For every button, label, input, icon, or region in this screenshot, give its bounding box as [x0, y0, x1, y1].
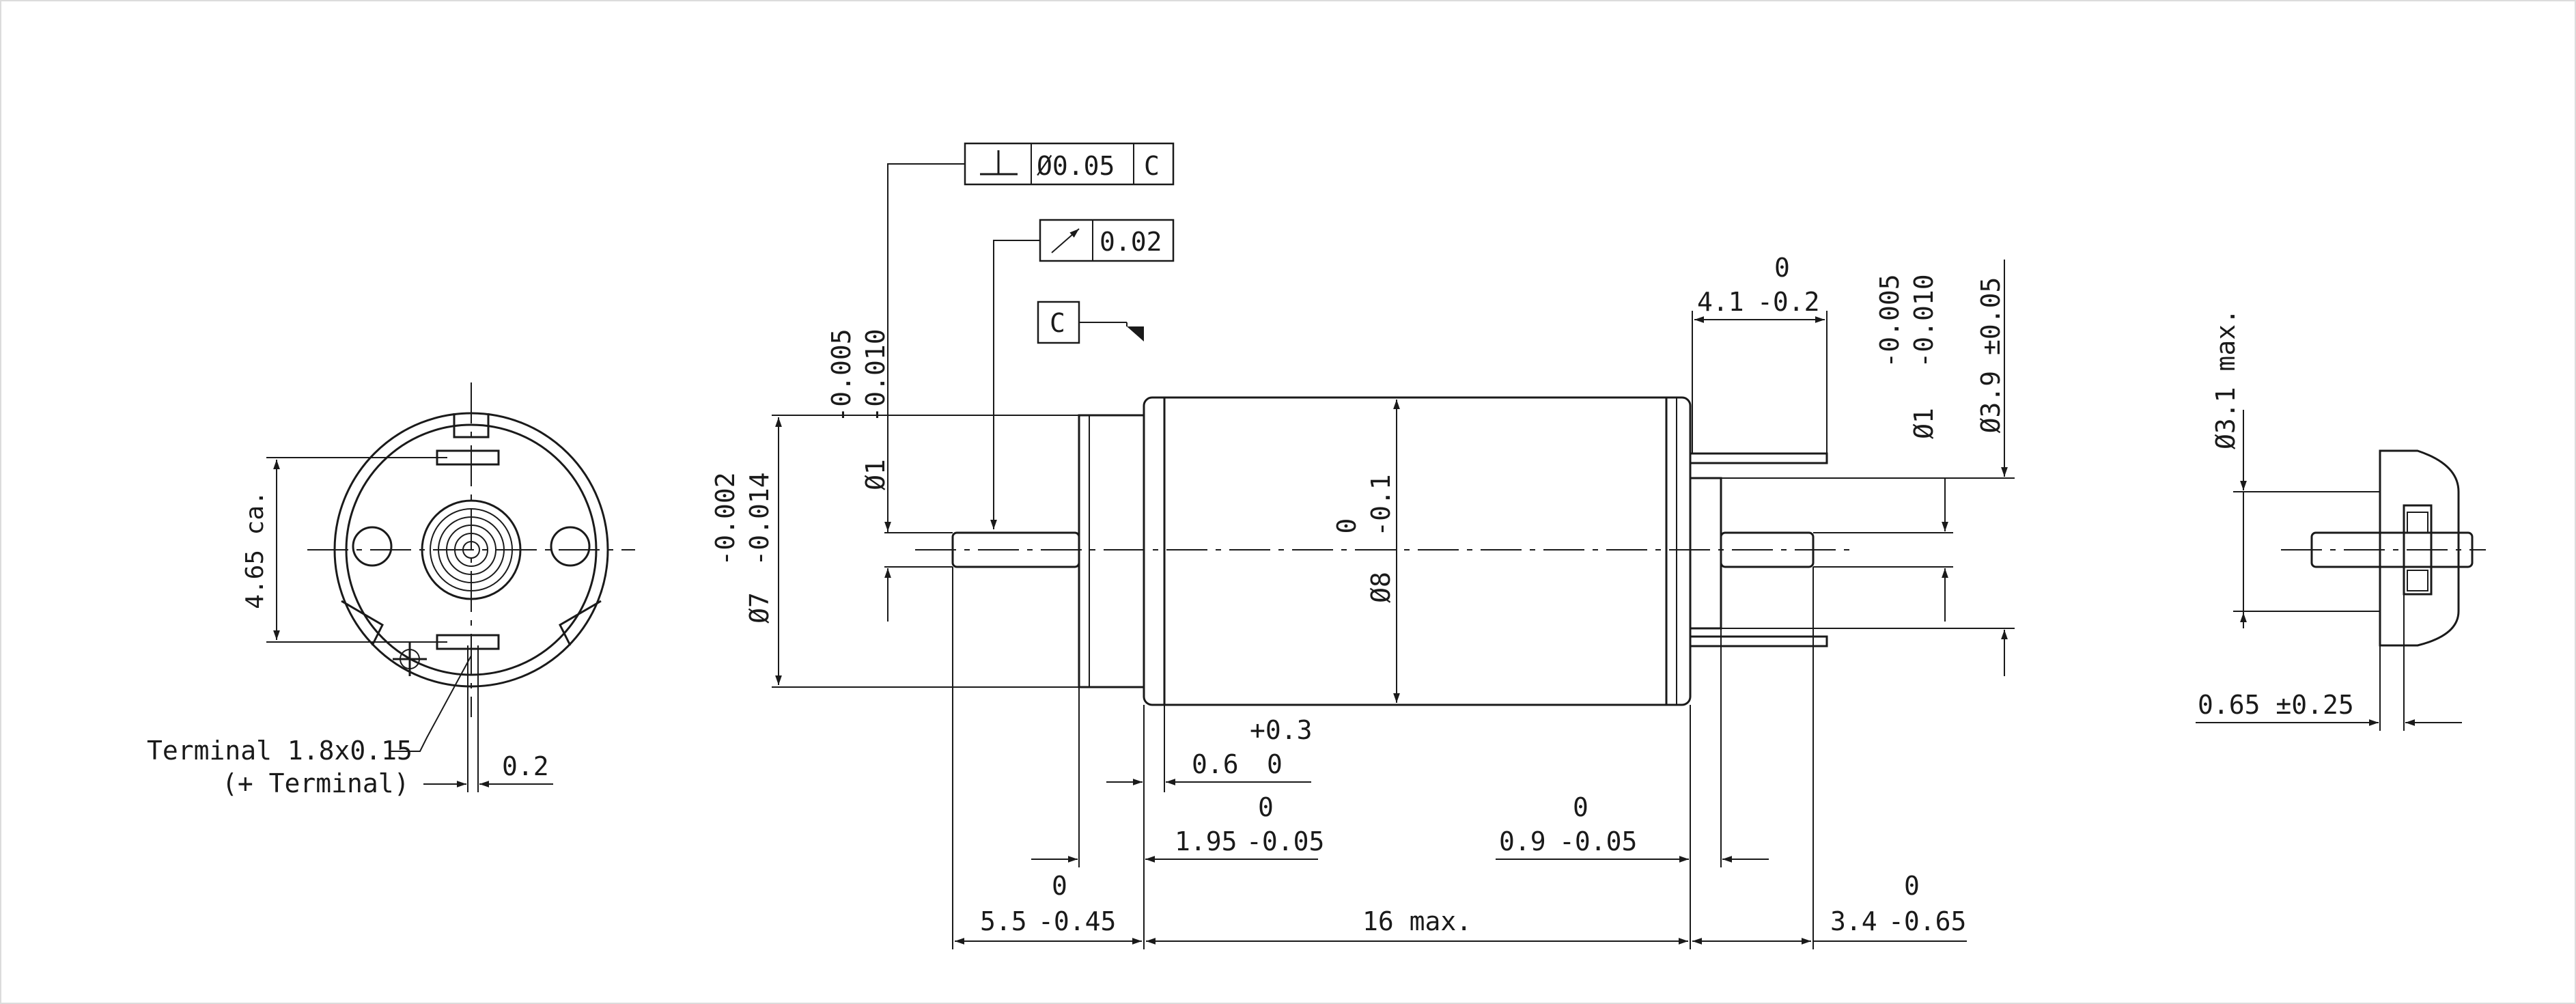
detail-length-label: 0.65 ±0.25 [2198, 690, 2354, 720]
front-view: 4.65 ca. Terminal 1.8x0.15 (+ Terminal) … [147, 382, 635, 798]
terminal-offset-label: 0.2 [502, 751, 549, 781]
bearing-dia-upper: -0.002 [710, 472, 740, 566]
dim-front-height: 4.65 ca. [241, 457, 447, 643]
dim-flange: +0.3 0.6 0 [1106, 705, 1313, 792]
detail-view-outline [2281, 449, 2486, 647]
terminal-note: (+ Terminal) [222, 768, 410, 798]
dim-terminal-length: 0 4.1 -0.2 [1692, 253, 1828, 454]
front-view-outline [307, 382, 635, 717]
rear-shaft-dia-nominal: Ø1 [1909, 408, 1939, 439]
terminal-length-nominal: 4.1 [1697, 287, 1744, 317]
rear-shaft-dia-lower: -0.010 [1909, 274, 1939, 367]
datum-label: C [1050, 308, 1065, 338]
bearing-dia-nominal: Ø7 [744, 592, 774, 624]
rear-boss-dia-label: Ø3.9 ±0.05 [1976, 277, 2006, 434]
side-view: Ø0.05 C 0.02 C Ø1 -0.010 -0.005 [710, 142, 2015, 949]
flange-upper: +0.3 [1250, 715, 1313, 745]
detail-dia-label: Ø3.1 max. [2211, 309, 2241, 449]
plus-terminal-icon [393, 642, 427, 676]
dim-rear-boss-length: 0 0.9 -0.05 [1496, 628, 1769, 949]
dim-detail-length: 0.65 ±0.25 [2196, 594, 2462, 731]
dim-rear-shaft-dia: Ø1 -0.010 -0.005 [1813, 274, 1953, 622]
perpendicularity-icon [980, 150, 1018, 176]
rear-shaft-dia-upper: -0.005 [1875, 274, 1905, 367]
bearing-length-lower: -0.05 [1246, 826, 1324, 856]
front-height-label: 4.65 ca. [241, 490, 269, 609]
terminal-label: Terminal 1.8x0.15 [147, 736, 412, 766]
front-shaft-lower: -0.45 [1038, 906, 1116, 936]
fcf1-datum: C [1144, 151, 1160, 181]
terminal-callout: Terminal 1.8x0.15 (+ Terminal) [147, 655, 472, 798]
dim-rear-boss-dia: Ø3.9 ±0.05 [1721, 260, 2015, 676]
fcf-perpendicularity: Ø0.05 C [887, 142, 1175, 533]
runout-icon [1051, 228, 1080, 253]
bearing-length-nominal: 1.95 [1175, 826, 1237, 856]
datum-c: C [1037, 301, 1128, 344]
body-length-label: 16 max. [1362, 906, 1472, 936]
shaft-dia-lower: -0.010 [860, 329, 891, 422]
flange-lower: 0 [1267, 749, 1283, 779]
body-dia-lower: -0.1 [1366, 474, 1396, 537]
fcf2-tolerance: 0.02 [1100, 227, 1162, 257]
rear-boss-length-lower: -0.05 [1559, 826, 1637, 856]
side-view-outline [915, 326, 1858, 706]
mounting-hole-right [550, 526, 591, 567]
shaft-dia-nominal: Ø1 [860, 459, 891, 490]
detail-view: Ø3.1 max. 0.65 ±0.25 [2196, 309, 2486, 731]
flange-nominal: 0.6 [1192, 749, 1239, 779]
shaft-dia-upper: -0.005 [826, 329, 856, 422]
mounting-hole-left [352, 526, 393, 567]
terminal-length-upper: 0 [1774, 253, 1790, 283]
front-shaft-nominal: 5.5 [980, 906, 1027, 936]
fcf-runout: 0.02 [990, 219, 1175, 529]
front-shaft-upper: 0 [1052, 871, 1067, 901]
dim-bearing-length: 0 1.95 -0.05 [1031, 687, 1324, 949]
dim-body-dia: Ø8 -0.1 0 [1332, 400, 1400, 703]
fcf1-tolerance: Ø0.05 [1037, 151, 1115, 181]
dim-lengths-baseline: 0 5.5 -0.45 16 max. 0 3.4 -0.65 [952, 567, 1967, 949]
rear-shaft-upper: 0 [1904, 871, 1920, 901]
rear-shaft-lower: -0.65 [1888, 906, 1966, 936]
terminal-length-lower: -0.2 [1757, 287, 1820, 317]
rear-shaft-nominal: 3.4 [1830, 906, 1877, 936]
dim-bearing-dia: Ø7 -0.014 -0.002 [710, 415, 1079, 688]
rear-boss-length-nominal: 0.9 [1499, 826, 1546, 856]
dim-shaft-dia: Ø1 -0.010 -0.005 [826, 329, 953, 622]
datum-triangle [1127, 326, 1144, 341]
dim-terminal-offset: 0.2 [423, 645, 553, 792]
bearing-dia-lower: -0.014 [744, 472, 774, 566]
body-dia-nominal: Ø8 [1366, 572, 1396, 603]
dim-detail-dia: Ø3.1 max. [2211, 309, 2380, 628]
body-dia-upper: 0 [1332, 518, 1362, 534]
rear-boss-length-upper: 0 [1573, 792, 1588, 822]
bearing-length-upper: 0 [1258, 792, 1274, 822]
